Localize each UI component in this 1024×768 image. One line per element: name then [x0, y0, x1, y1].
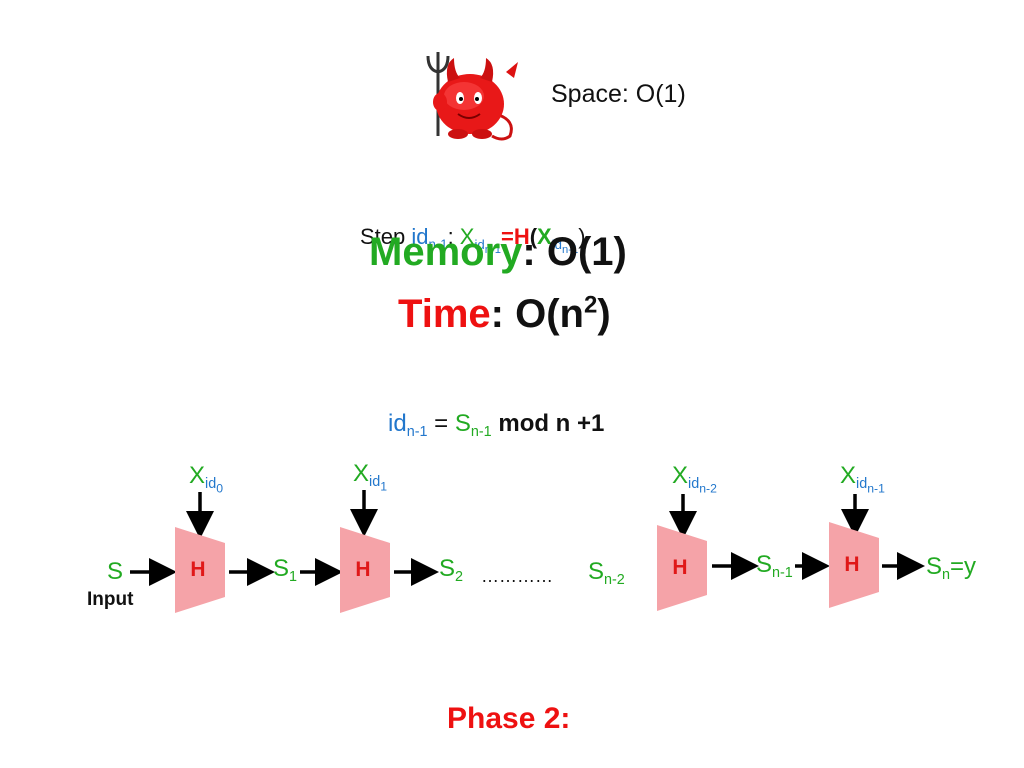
input-s: S	[107, 558, 123, 586]
h-block-1: H	[175, 527, 225, 613]
h-block-1-label: H	[175, 527, 221, 613]
state-sn-2: Sn-2	[588, 558, 625, 586]
h-block-4: H	[829, 522, 879, 608]
input-caption: Input	[87, 589, 133, 611]
h-block-2-label: H	[340, 527, 386, 613]
x-input-1: Xid1	[353, 460, 387, 488]
h-block-3-label: H	[657, 525, 703, 611]
state-sn-1: Sn-1	[756, 551, 793, 579]
h-block-3: H	[657, 525, 707, 611]
phase-label: Phase 2:	[447, 702, 570, 736]
state-s2: S2	[439, 555, 463, 583]
x-input-3: Xidn-1	[840, 462, 885, 490]
x-input-2: Xidn-2	[672, 462, 717, 490]
h-block-2: H	[340, 527, 390, 613]
ellipsis: …………	[481, 566, 553, 587]
h-block-4-label: H	[829, 522, 875, 608]
state-s1: S1	[273, 555, 297, 583]
output-sn: Sn=y	[926, 553, 976, 581]
x-input-0: Xid0	[189, 462, 223, 490]
